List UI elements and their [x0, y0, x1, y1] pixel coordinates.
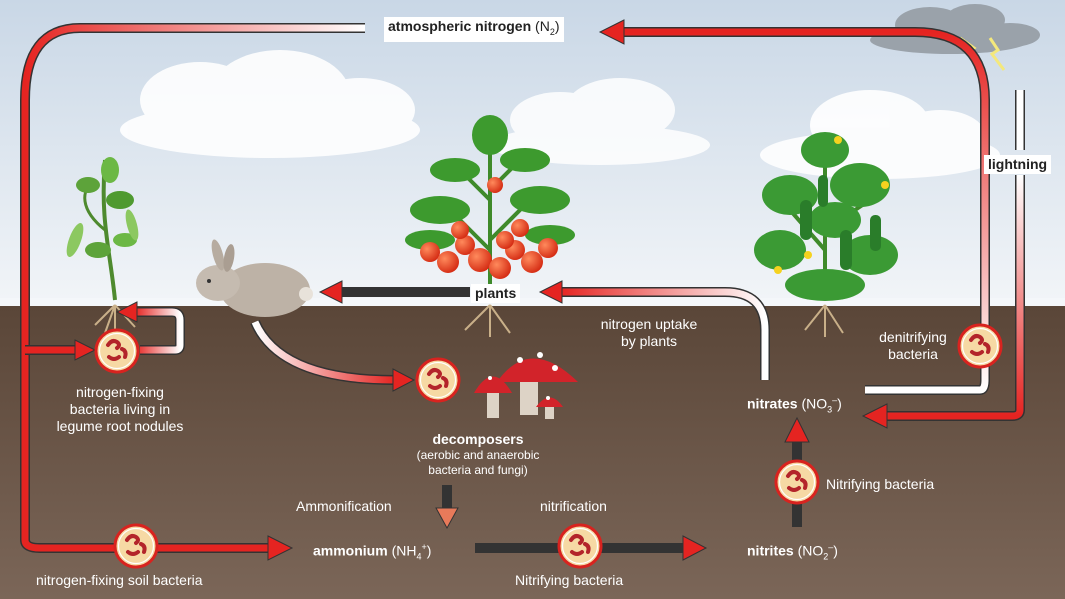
tomato-plant	[405, 115, 575, 337]
decomposers-label: decomposers	[432, 431, 524, 447]
nitrogen-fixing-soil-label: nitrogen-fixing soil bacteria	[36, 572, 203, 588]
atmospheric-nitrogen-label: atmospheric nitrogen (N2)	[384, 17, 564, 42]
nitrifying-bacteria-right-label: Nitrifying bacteria	[826, 476, 935, 492]
cucumber-plant	[754, 132, 898, 337]
bacteria-icon-soil	[113, 523, 159, 569]
cloud-left	[120, 50, 420, 158]
rabbit	[196, 239, 313, 317]
ammonification-label: Ammonification	[296, 498, 392, 514]
nitrates-label: nitrates (NO3–)	[747, 395, 842, 415]
arrow-to-nitrites	[682, 535, 708, 561]
horizon	[0, 298, 1065, 306]
bacteria-icon-nodules	[94, 328, 140, 374]
arrow-to-atmosphere	[598, 19, 625, 45]
bacteria-icon-decomposers	[415, 357, 461, 403]
arrow-to-plants	[538, 280, 563, 304]
arc-left	[21, 24, 365, 540]
nitrifying-bacteria-bottom-label: Nitrifying bacteria	[515, 572, 624, 588]
bacteria-icon-nitrifying-bottom	[557, 523, 603, 569]
nitrification-label: nitrification	[540, 498, 607, 514]
mushrooms	[474, 352, 578, 419]
arrow-lightning-to-nitrates	[861, 403, 888, 429]
plants-label: plants	[471, 284, 521, 303]
arrow-to-ammonium	[267, 535, 294, 561]
bacteria-icon-nitrifying-right	[774, 459, 820, 505]
arrow-to-rabbit	[318, 280, 343, 304]
nitrites-label: nitrites (NO2–)	[747, 542, 838, 562]
ammonium-label: ammonium (NH4+)	[313, 542, 432, 562]
lightning-label: lightning	[984, 155, 1052, 174]
